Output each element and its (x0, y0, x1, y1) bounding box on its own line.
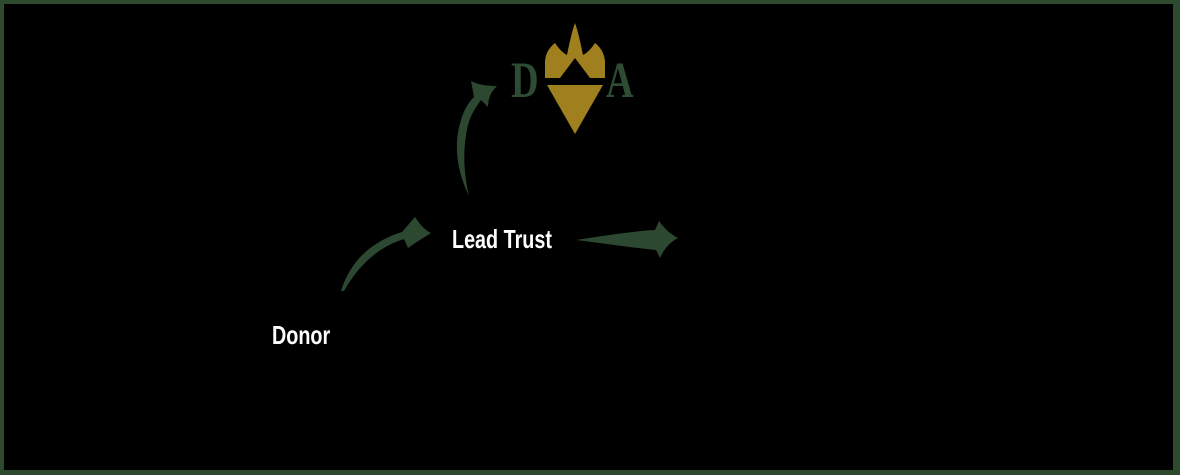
crown-shape (545, 23, 605, 78)
arrow-lead-trust-right (576, 221, 678, 258)
arrow-donor-to-lead-trust (341, 217, 431, 291)
inverted-triangle-shape (547, 85, 603, 134)
arrow-lead-trust-to-logo (456, 81, 497, 196)
crown-emblem-icon (545, 23, 605, 134)
logo-letter-a: A (606, 53, 634, 109)
logo-letter-d: D (511, 53, 539, 109)
label-donor: Donor (272, 320, 331, 350)
label-lead-trust: Lead Trust (452, 224, 552, 254)
